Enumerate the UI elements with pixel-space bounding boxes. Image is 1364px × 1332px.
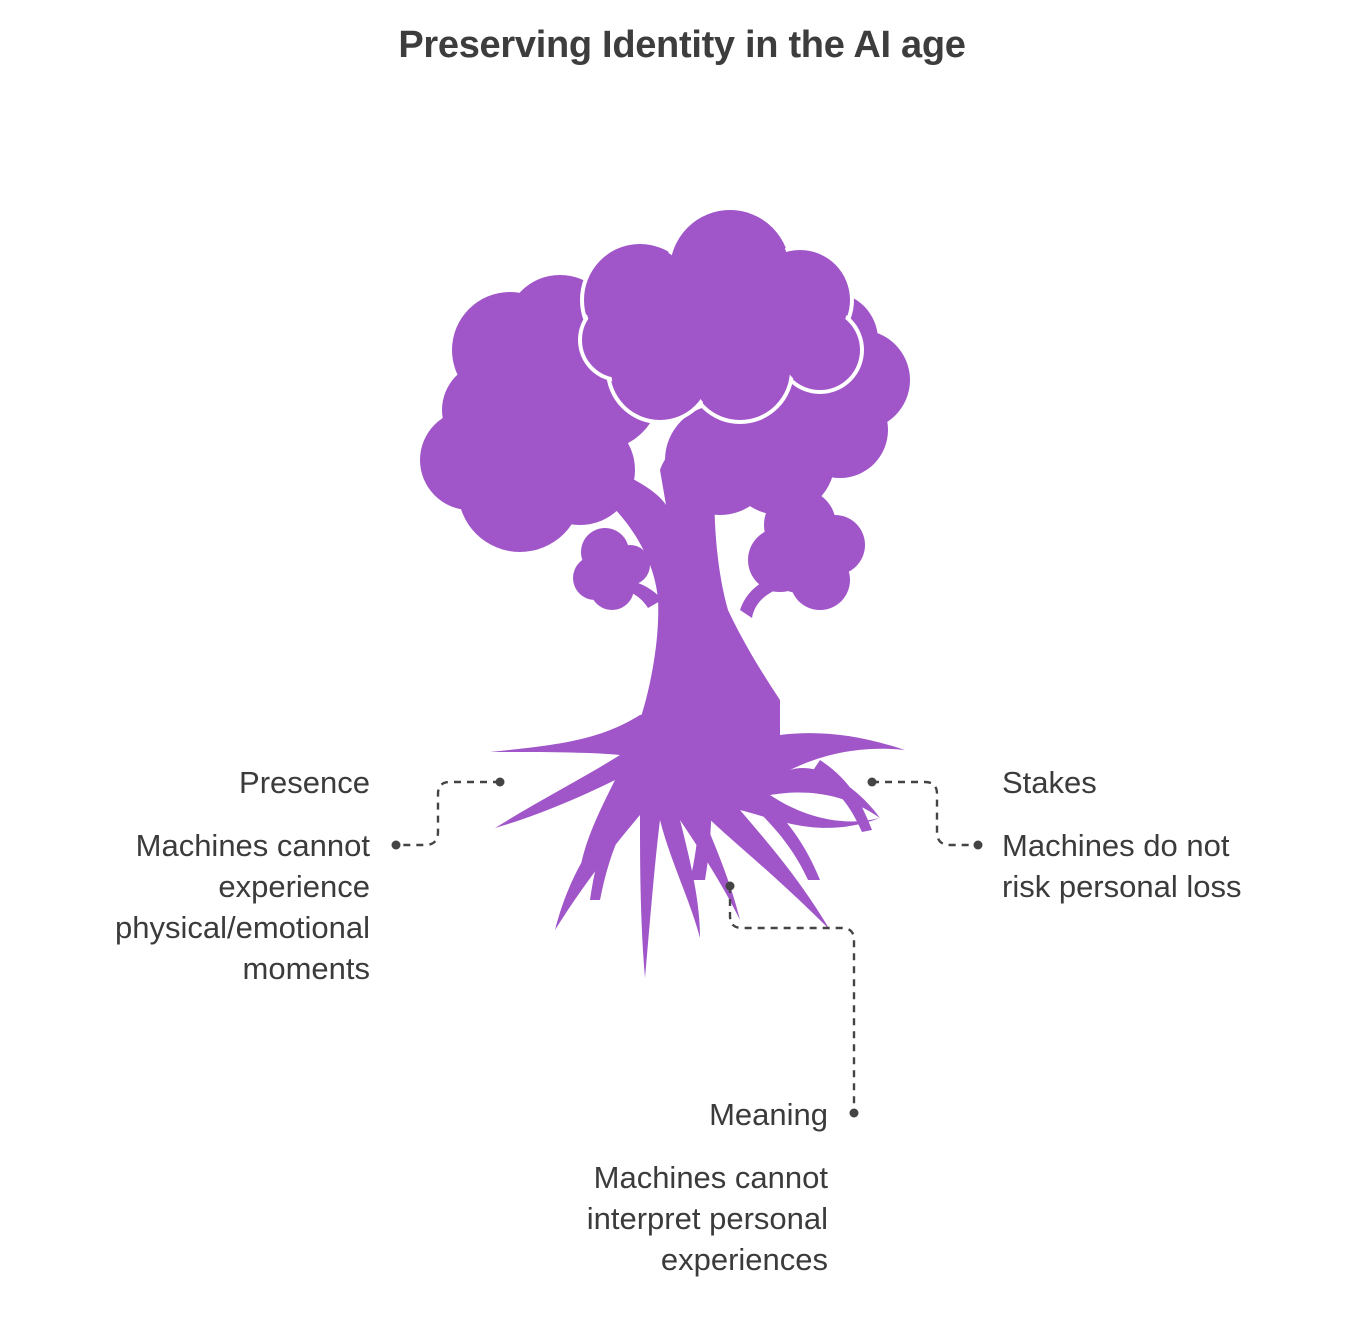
branch-left <box>615 578 662 608</box>
connector-presence <box>396 780 500 847</box>
connector-dots <box>391 777 983 1118</box>
canopy-small-right <box>748 489 865 610</box>
connector-meaning <box>728 886 856 1112</box>
page-title: Preserving Identity in the AI age <box>398 24 966 66</box>
meaning-description-line: experiences <box>660 1242 828 1277</box>
meaning-label: Meaning <box>709 1097 828 1132</box>
connector-stakes <box>872 780 978 847</box>
stakes-description-line: Machines do not <box>1002 828 1230 863</box>
canopy-small-left <box>573 528 650 610</box>
presence-label: Presence <box>239 765 370 800</box>
stakes-label: Stakes <box>1002 765 1097 800</box>
connectors <box>396 780 978 1112</box>
tree-icon <box>420 206 910 978</box>
stakes-description-line: risk personal loss <box>1002 869 1242 904</box>
presence-description: Machines cannot experience physical/emot… <box>115 825 370 989</box>
presence-description-line: experience <box>218 869 370 904</box>
meaning-description-line: Machines cannot <box>593 1160 828 1195</box>
tree-trunk <box>600 430 780 720</box>
meaning-description-line: interpret personal <box>586 1201 828 1236</box>
branch-right <box>740 578 776 618</box>
meaning-description: Machines cannot interpret personal exper… <box>587 1157 828 1280</box>
tree-roots <box>490 700 905 978</box>
presence-description-line: moments <box>242 951 370 986</box>
presence-description-line: physical/emotional <box>114 910 370 945</box>
stakes-description: Machines do not risk personal loss <box>1002 825 1241 907</box>
presence-description-line: Machines cannot <box>135 828 370 863</box>
canopy-top-fill <box>583 211 859 419</box>
